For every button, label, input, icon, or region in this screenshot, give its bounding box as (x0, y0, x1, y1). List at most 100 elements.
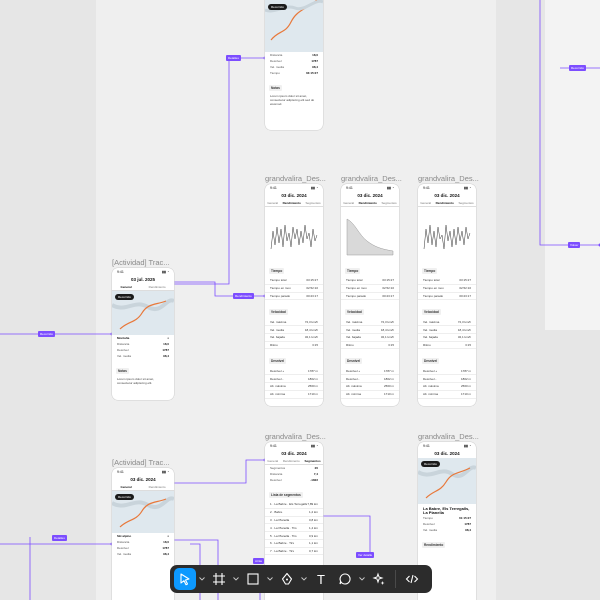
status-bar: 9:41▮▮ ◔ (346, 186, 394, 190)
data-row: Desnivel -1802 m (341, 375, 399, 384)
tab-rendimiento[interactable]: Rendimiento (148, 285, 166, 289)
toolbar-divider (395, 570, 396, 588)
comment-tool[interactable] (334, 568, 356, 590)
frame-label[interactable]: grandvalira_Des... (418, 432, 479, 441)
tab-general[interactable]: General (120, 485, 132, 489)
section-title: Tiempo (422, 268, 438, 274)
tab-rendimiento[interactable]: Rendimiento (435, 201, 454, 205)
tab-general[interactable]: General (267, 201, 278, 205)
frame-label[interactable]: grandvalira_Des... (341, 174, 402, 183)
map-view: Recorrido (112, 491, 174, 533)
status-bar: 9:41▮▮ ◔ (270, 186, 318, 190)
tab-rendimiento[interactable]: Rendimiento (282, 201, 301, 205)
connector-label[interactable]: Ver detalle (356, 552, 375, 558)
phone-frame-des-5[interactable]: 9:41▮▮ ◔ 03 dic. 2024 Recorrido La Babre… (418, 442, 476, 600)
frame-label[interactable]: grandvalira_Des... (265, 432, 326, 441)
frame-label[interactable]: [Actividad] Trac... (112, 258, 170, 267)
section-title: Velocidad (269, 309, 288, 316)
tab-bar[interactable]: General Rendimiento (112, 284, 174, 291)
section-title: Desnivel (345, 358, 363, 365)
tab-rendimiento[interactable]: Rendimiento (282, 459, 300, 463)
connector-label[interactable]: Recorrido (38, 331, 56, 337)
tab-segmentos[interactable]: Segmentos (304, 459, 321, 463)
frame-tool[interactable] (208, 568, 230, 590)
data-row: Desnivel +1787 m (265, 367, 323, 376)
elevation-chart (345, 209, 395, 257)
screen-title: 03 dic. 2024 (281, 451, 307, 456)
tab-segmentos[interactable]: Segmentos (381, 201, 397, 205)
tab-rendimiento[interactable]: Rendimiento (148, 485, 166, 489)
place-row: Ski alpino● (117, 534, 169, 538)
section-title: Velocidad (345, 309, 364, 316)
shape-tool[interactable] (242, 568, 264, 590)
section-title: Tiempo (345, 268, 361, 274)
pen-icon (281, 572, 293, 585)
actions-tool[interactable] (368, 568, 390, 590)
tab-general[interactable]: General (267, 459, 279, 463)
frame-label[interactable]: [Actividad] Trac... (112, 458, 170, 467)
segment-title: La Babre, Els Terregalls, La Planella (423, 506, 470, 515)
connector-label[interactable]: Detalles (226, 55, 241, 61)
connector-label[interactable]: Volver (568, 242, 581, 248)
frame-label[interactable]: grandvalira_Des... (265, 174, 326, 183)
tab-segmentos[interactable]: Segmentos (305, 201, 321, 205)
connector-label[interactable]: Rendimiento (233, 293, 254, 299)
connector-label[interactable]: Recorrido (569, 65, 587, 71)
tab-general[interactable]: General (420, 201, 431, 205)
map-pill[interactable]: Recorrido (421, 461, 441, 467)
move-tool-dropdown[interactable] (198, 568, 206, 590)
move-tool[interactable] (174, 568, 196, 590)
phone-frame-actividad-2[interactable]: 9:41▮▮ ◔ 03 dic. 2024 General Rendimient… (112, 468, 174, 600)
map-pill[interactable]: Recorrido (115, 494, 135, 500)
phone-frame-actividad-1[interactable]: 9:41▮▮ ◔ 03 jul. 2025 General Rendimient… (112, 268, 174, 400)
tab-segmentos[interactable]: Segmentos (458, 201, 474, 205)
map-pill[interactable]: Recorrido (115, 294, 135, 300)
text-tool[interactable]: T (310, 568, 332, 590)
tab-bar[interactable]: General Rendimiento (112, 484, 174, 491)
comment-tool-dropdown[interactable] (358, 568, 366, 590)
tab-general[interactable]: General (120, 285, 132, 289)
map-pill[interactable]: Recorrido (268, 4, 288, 10)
cursor-icon (180, 573, 190, 586)
frame-label[interactable]: grandvalira_Des... (418, 174, 479, 183)
pen-tool-dropdown[interactable] (300, 568, 308, 590)
shape-tool-dropdown[interactable] (266, 568, 274, 590)
comment-icon (339, 573, 351, 585)
section-title: Lista de segmentos (269, 492, 303, 498)
connector-label[interactable]: Atrás (253, 558, 265, 564)
tab-bar[interactable]: General Rendimiento Segmentos (418, 200, 476, 207)
frame-tool-dropdown[interactable] (232, 568, 240, 590)
connector-label[interactable]: Detalles (52, 535, 67, 541)
dev-mode-tool[interactable] (401, 568, 423, 590)
tab-bar[interactable]: General Rendimiento Segmentos (341, 200, 399, 207)
tab-general[interactable]: General (343, 201, 354, 205)
tab-rendimiento[interactable]: Rendimiento (358, 201, 377, 205)
pen-tool[interactable] (276, 568, 298, 590)
tab-bar[interactable]: General Rendimiento Segmentos (265, 200, 323, 207)
